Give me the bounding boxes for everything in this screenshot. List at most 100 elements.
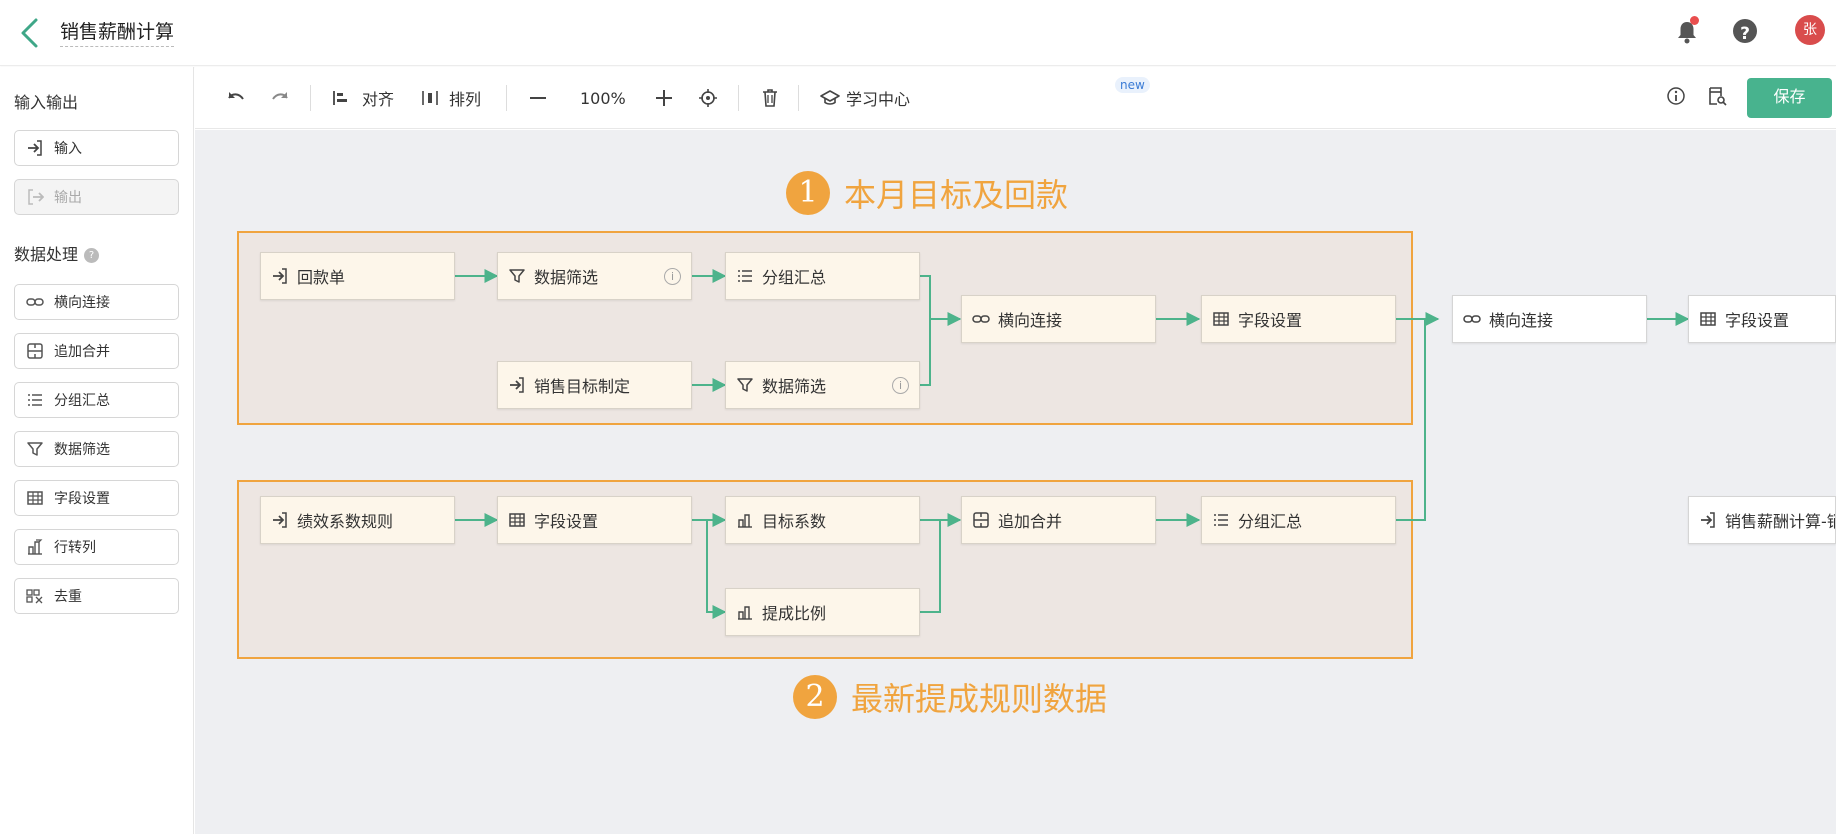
list-icon: [26, 391, 44, 409]
node-append[interactable]: 追加合并: [961, 496, 1156, 544]
node-join-1[interactable]: 横向连接: [961, 295, 1156, 343]
node-group-summary-1[interactable]: 分组汇总: [725, 252, 920, 300]
node-label: 字段设置: [534, 512, 599, 531]
append-icon: [26, 342, 44, 360]
group-title-text: 最新提成规则数据: [851, 680, 1108, 718]
bell-icon[interactable]: [1672, 17, 1702, 47]
dedupe-icon: [26, 587, 44, 605]
table-icon: [1699, 310, 1717, 328]
node-label: 回款单: [297, 268, 346, 287]
toolbar-divider: [738, 85, 739, 111]
info-icon[interactable]: i: [664, 268, 681, 285]
flow-canvas[interactable]: 1 本月目标及回款 2 最新提成规则数据: [195, 130, 1836, 834]
node-label: 字段设置: [1725, 311, 1790, 330]
filter-icon: [508, 267, 526, 285]
filter-icon: [736, 376, 754, 394]
link-icon: [1463, 310, 1481, 328]
sidebar-item-pivot[interactable]: 行转列: [14, 529, 179, 565]
list-icon: [1212, 511, 1230, 529]
sidebar-item-join[interactable]: 横向连接: [14, 284, 179, 320]
graduation-cap-icon: [820, 90, 840, 105]
node-filter-1[interactable]: 数据筛选 i: [497, 252, 692, 300]
node-group-summary-2[interactable]: 分组汇总: [1201, 496, 1396, 544]
page-title[interactable]: 销售薪酬计算: [60, 17, 175, 47]
section-title-processing: 数据处理?: [14, 241, 100, 265]
node-field-settings-3[interactable]: 字段设置: [1688, 295, 1836, 343]
help-icon[interactable]: ?: [1733, 19, 1757, 44]
preview-doc-icon[interactable]: [1707, 85, 1727, 107]
save-button[interactable]: 保存: [1747, 78, 1832, 118]
flow-edges: [455, 269, 1690, 619]
info-icon[interactable]: [1666, 85, 1686, 107]
node-label: 横向连接: [998, 311, 1063, 330]
node-label: 目标系数: [762, 512, 827, 531]
group-title-1: 1 本月目标及回款: [786, 170, 1068, 216]
sidebar-item-filter[interactable]: 数据筛选: [14, 431, 179, 467]
sidebar-item-field-settings[interactable]: 字段设置: [14, 480, 179, 516]
input-arrow-icon: [1699, 511, 1717, 529]
sidebar-item-label: 字段设置: [54, 491, 110, 507]
app-header: 销售薪酬计算 ? 张: [0, 0, 1836, 66]
learning-center-button[interactable]: 学习中心: [820, 87, 910, 109]
node-filter-2[interactable]: 数据筛选 i: [725, 361, 920, 409]
align-left-icon: [333, 91, 347, 105]
align-label: 对齐: [362, 90, 395, 109]
sidebar-item-group-summary[interactable]: 分组汇总: [14, 382, 179, 418]
sidebar-item-input[interactable]: 输入: [14, 130, 179, 166]
node-label: 数据筛选: [534, 268, 599, 287]
edge: [706, 520, 727, 619]
zoom-in-icon[interactable]: [654, 87, 674, 109]
sidebar-item-append[interactable]: 追加合并: [14, 333, 179, 369]
zoom-out-icon[interactable]: [528, 87, 548, 109]
pivot-icon: [736, 603, 754, 621]
section-title-text: 数据处理: [14, 245, 79, 264]
node-target-coefficient[interactable]: 目标系数: [725, 496, 920, 544]
group-title-text: 本月目标及回款: [844, 176, 1069, 214]
output-arrow-icon: [26, 188, 44, 206]
sidebar-item-label: 去重: [54, 589, 82, 605]
node-commission-ratio[interactable]: 提成比例: [725, 588, 920, 636]
canvas-toolbar: 对齐 排列 100% 学习中心 new 保存: [195, 67, 1836, 129]
input-arrow-icon: [271, 267, 289, 285]
node-field-settings-2[interactable]: 字段设置: [497, 496, 692, 544]
sidebar-item-dedupe[interactable]: 去重: [14, 578, 179, 614]
node-label: 绩效系数规则: [297, 512, 394, 531]
redo-icon[interactable]: [269, 87, 291, 109]
link-icon: [26, 293, 44, 311]
sidebar-item-label: 输入: [54, 141, 82, 157]
sidebar-item-label: 分组汇总: [54, 393, 110, 409]
locate-center-icon[interactable]: [698, 87, 718, 109]
sidebar-item-output[interactable]: 输出: [14, 179, 179, 215]
node-label: 销售薪酬计算-销: [1725, 512, 1836, 531]
table-icon: [26, 489, 44, 507]
node-label: 分组汇总: [1238, 512, 1303, 531]
node-label: 追加合并: [998, 512, 1063, 531]
node-input-sales-target[interactable]: 销售目标制定: [497, 361, 692, 409]
node-field-settings-1[interactable]: 字段设置: [1201, 295, 1396, 343]
sidebar-item-label: 输出: [54, 190, 82, 206]
align-button[interactable]: 对齐: [332, 87, 394, 109]
sidebar-item-label: 横向连接: [54, 295, 110, 311]
learning-center-label: 学习中心: [846, 90, 911, 109]
pivot-icon: [26, 538, 44, 556]
back-arrow-icon[interactable]: [18, 16, 42, 50]
zoom-level: 100%: [580, 88, 626, 108]
node-input-performance[interactable]: 绩效系数规则: [260, 496, 455, 544]
node-output-salary[interactable]: 销售薪酬计算-销: [1688, 496, 1836, 544]
new-badge: new: [1115, 77, 1150, 93]
append-icon: [972, 511, 990, 529]
edge: [920, 275, 962, 326]
arrange-button[interactable]: 排列: [421, 87, 481, 109]
distribute-icon: [422, 91, 438, 105]
input-arrow-icon: [508, 376, 526, 394]
trash-icon[interactable]: [760, 87, 780, 109]
table-icon: [1212, 310, 1230, 328]
avatar[interactable]: 张: [1795, 15, 1825, 45]
info-icon[interactable]: i: [892, 377, 909, 394]
node-join-2[interactable]: 横向连接: [1452, 295, 1647, 343]
node-input-payment[interactable]: 回款单: [260, 252, 455, 300]
help-circle-icon[interactable]: ?: [84, 248, 100, 263]
group-number-badge: 2: [793, 675, 837, 719]
table-icon: [508, 511, 526, 529]
undo-icon[interactable]: [225, 87, 247, 109]
